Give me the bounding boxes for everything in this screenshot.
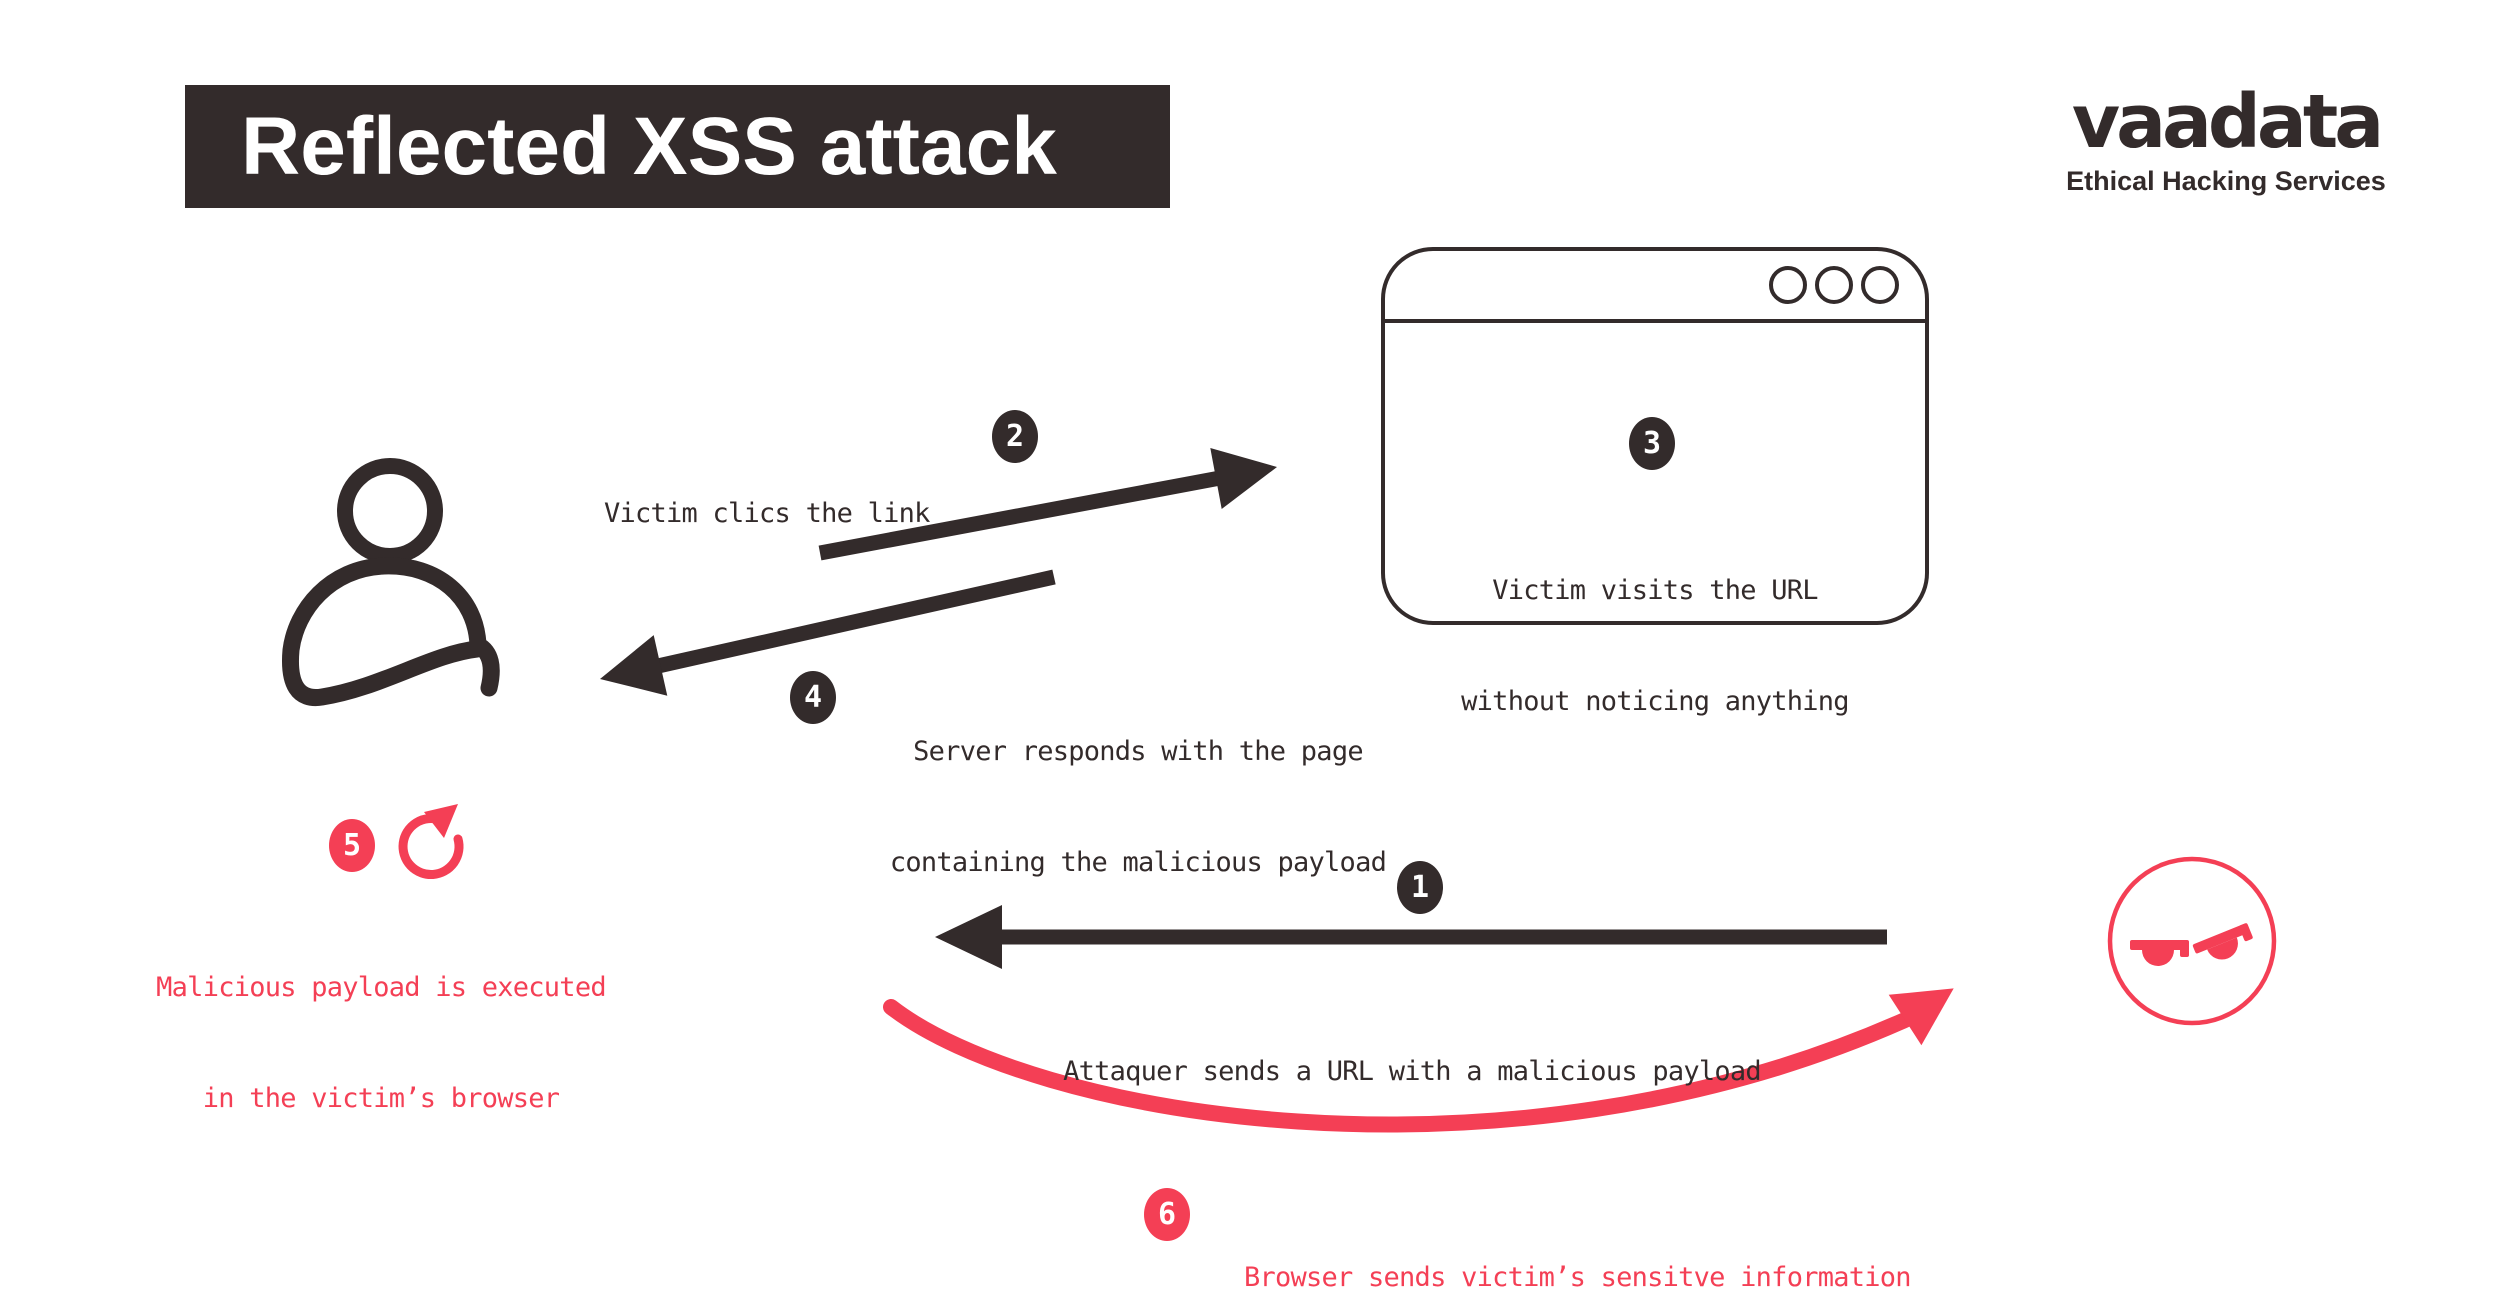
attacker-right-eye [2192,923,2253,960]
curved-arrow-step6-icon [883,988,1954,1133]
step-3-line: without noticing anything [1461,686,1849,717]
step-3-label: Victim visits the URL without noticing a… [1395,498,1915,794]
person-body [281,557,500,707]
logo-tagline: Ethical Hacking Services [2066,166,2386,196]
step-1-label: Attaquer sends a URL with a malicious pa… [1059,979,1765,1164]
window-button-icon [1815,266,1853,304]
step-3-badge: 3 [1629,417,1675,470]
step-1-badge: 1 [1397,861,1443,914]
step-5-line: in the victim’s browser [202,1083,560,1114]
window-button-icon [1861,266,1899,304]
browser-titlebar [1385,251,1925,323]
step-4-label: Server responds with the page containing… [858,659,1418,955]
step-2-label: Victim clics the link [604,421,930,606]
vaadata-logo: vaadata Ethical Hacking Services [2048,84,2404,197]
attacker-face-icon [2107,856,2277,1026]
step-4-line: Server responds with the page [913,736,1363,767]
person-icon [281,458,500,707]
arrow-step4-icon [600,569,1056,696]
step-5-badge: 5 [329,819,375,872]
refresh-icon [398,804,464,880]
step-6-label: Browser sends victim’s sensitve informat… [1244,1183,1911,1307]
step-6-badge: 6 [1144,1188,1190,1241]
step-6-line: Browser sends victim’s sensitve informat… [1244,1262,1911,1293]
page-title: Reflected XSS attack [241,100,1057,192]
title-banner: Reflected XSS attack [185,85,1170,208]
step-2-line: Victim clics the link [604,498,930,529]
step-1-line: Attaquer sends a URL with a malicious pa… [1063,1056,1762,1087]
window-button-icon [1769,266,1807,304]
step-2-badge: 2 [992,410,1038,463]
step-3-line: Victim visits the URL [1492,575,1818,606]
step-4-badge: 4 [790,671,836,724]
arrow-step2-icon [818,448,1277,561]
attacker-left-eye [2130,940,2189,966]
arrow-step1-icon [935,905,1887,969]
logo-wordmark: vaadata [2071,79,2384,165]
person-head [337,458,443,564]
step-5-label: Malicious payload is executed in the vic… [130,895,632,1191]
step-5-line: Malicious payload is executed [156,972,606,1003]
step-4-line: containing the malicious payload [889,847,1387,878]
